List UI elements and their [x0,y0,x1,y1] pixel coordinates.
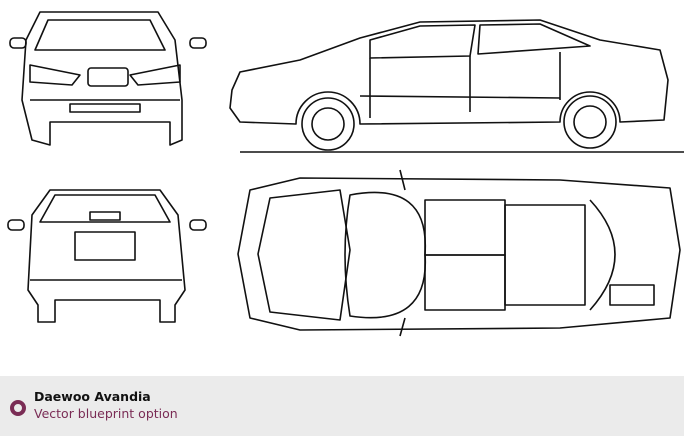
car-blueprint-drawing [7,11,684,337]
caption-title: Daewoo Avandia [34,389,151,404]
side-view [229,19,684,153]
circle-bullet-icon [10,400,26,416]
front-view [9,11,207,146]
top-view [237,169,681,337]
caption-subtitle: Vector blueprint option [34,406,178,421]
rear-view [7,189,207,323]
caption-bar [0,376,684,436]
